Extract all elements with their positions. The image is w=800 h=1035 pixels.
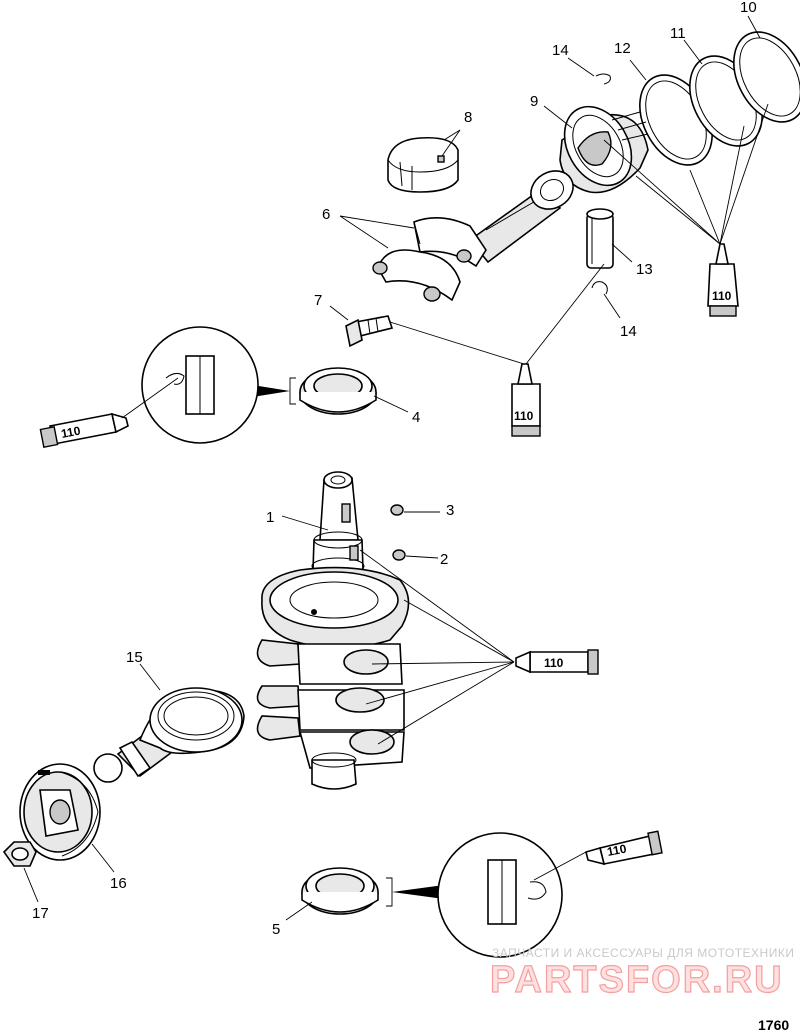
seal-detail-circle-upper: [141, 326, 259, 444]
callout-3: 3: [446, 502, 454, 519]
lubricant-label-upper-seal: 110: [60, 423, 82, 440]
crankshaft: [256, 471, 410, 790]
lubricant-label-pistons: 110: [712, 289, 732, 303]
oil-pump-drive: [93, 687, 245, 783]
connecting-rod-bearing: [387, 136, 459, 193]
lubricant-label-crankshaft: 110: [544, 656, 564, 670]
callout-12: 12: [614, 40, 631, 57]
crankshaft-plug-3: [390, 504, 404, 516]
leader-lines: [23, 15, 769, 921]
callout-16: 16: [110, 875, 127, 892]
piston-pin-clip-upper: [595, 73, 611, 85]
watermark-tagline: ЗАПЧАСТИ И АКСЕССУАРЫ ДЛЯ МОТОТЕХНИКИ: [492, 946, 794, 960]
lubricant-tube-bolt: 110: [511, 363, 541, 437]
callout-13: 13: [636, 261, 653, 278]
callout-2: 2: [440, 551, 448, 568]
flywheel-nut: [2, 841, 37, 867]
figure-number: 1760: [758, 1017, 789, 1033]
piston: [559, 105, 649, 194]
piston-ring-10: [733, 31, 800, 123]
piston-pin-clip-lower: [591, 281, 608, 295]
callout-11: 11: [670, 25, 686, 42]
crankshaft-plug-2: [392, 549, 406, 561]
callout-1: 1: [266, 509, 274, 526]
callout-9: 9: [530, 93, 538, 110]
lubricant-tube-upper-seal: 110: [39, 412, 129, 448]
piston-pin: [586, 208, 614, 269]
callout-8: 8: [464, 109, 472, 126]
seal-bracket-5: [386, 877, 444, 907]
callout-10: 10: [740, 0, 757, 16]
lubricant-label-bolt: 110: [514, 409, 534, 423]
connecting-rod: [372, 170, 574, 302]
callout-4: 4: [412, 409, 420, 426]
callout-5: 5: [272, 921, 280, 938]
flywheel: [19, 763, 101, 861]
callout-6: 6: [322, 206, 330, 223]
callout-7: 7: [314, 292, 322, 309]
callout-17: 17: [32, 905, 49, 922]
connecting-rod-bolt: [345, 315, 394, 348]
lubricant-tube-crankshaft: 110: [515, 649, 599, 675]
seal-detail-circle-lower: [437, 832, 563, 958]
watermark-logo: PARTSFOR.RU: [490, 959, 784, 1001]
lubricant-tube-pistons: 110: [707, 243, 739, 317]
lower-oil-seal: [301, 867, 379, 915]
upper-oil-seal: [299, 367, 377, 415]
callout-14-upper: 14: [552, 42, 569, 59]
lubricant-tube-lower-seal: 110: [585, 830, 663, 866]
callout-14-lower: 14: [620, 323, 637, 340]
lubricant-label-lower-seal: 110: [606, 841, 628, 858]
callout-15: 15: [126, 649, 143, 666]
